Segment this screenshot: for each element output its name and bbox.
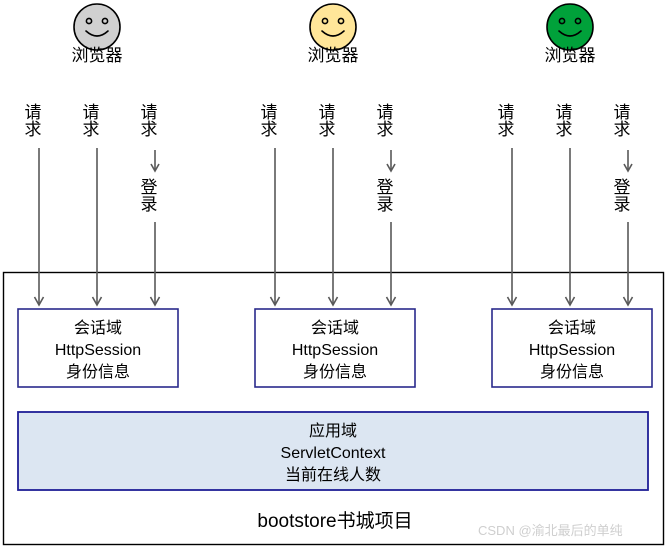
application-scope-rect xyxy=(17,411,649,491)
login-connector-head-3 xyxy=(150,163,160,173)
application-scope-box: 应用域 ServletContext 当前在线人数 xyxy=(17,411,649,491)
session-scope-rect-1 xyxy=(17,308,179,388)
session-scope-rect-2 xyxy=(254,308,416,388)
login-connector-head-6 xyxy=(386,163,396,173)
request-arrowhead-5 xyxy=(327,296,339,307)
request-arrowhead-1 xyxy=(33,296,45,307)
session-scope-line1-3: 会话域 xyxy=(548,319,596,337)
request-label-4: 请求 xyxy=(258,103,278,137)
request-arrowhead-7 xyxy=(506,296,518,307)
request-arrowhead-6 xyxy=(385,296,397,307)
session-scope-line1-2: 会话域 xyxy=(311,319,359,337)
smiley-right-eye-icon xyxy=(574,17,582,25)
request-label-7: 请求 xyxy=(495,103,515,137)
application-scope-line1: 应用域 xyxy=(309,421,357,440)
request-arrowhead-8 xyxy=(564,296,576,307)
request-arrow-group: 请求请求请求登录请求请求请求登录请求请求请求登录 xyxy=(22,103,634,307)
flow-4: 请求 xyxy=(258,103,281,307)
browser-1: 浏览器 xyxy=(72,3,123,65)
smiley-left-eye-icon xyxy=(85,17,93,25)
smiley-mouth-icon xyxy=(558,30,582,37)
session-scope-box-2: 会话域 HttpSession 身份信息 xyxy=(254,308,416,388)
smiley-face-icon xyxy=(309,3,357,51)
session-scope-line3-2: 身份信息 xyxy=(303,363,367,381)
application-scope-line3: 当前在线人数 xyxy=(285,466,381,484)
login-label-3: 登录 xyxy=(138,178,158,212)
flow-7: 请求 xyxy=(495,103,518,307)
browser-label-1: 浏览器 xyxy=(72,46,123,65)
request-label-9: 请求 xyxy=(611,103,631,137)
request-arrowhead-3 xyxy=(149,296,161,307)
request-label-6: 请求 xyxy=(374,103,394,137)
session-scope-line2-2: HttpSession xyxy=(292,342,378,359)
session-box-group: 会话域 HttpSession 身份信息 会话域 HttpSession 身份信息 会话域 H… xyxy=(17,308,653,388)
project-title: bootstore书城项目 xyxy=(257,510,412,532)
browser-label-2: 浏览器 xyxy=(308,46,359,65)
request-arrowhead-9 xyxy=(622,296,634,307)
request-label-1: 请求 xyxy=(22,103,42,137)
smiley-mouth-icon xyxy=(85,30,109,37)
browser-icon-group: 浏览器 浏览器 浏览器 xyxy=(72,3,596,65)
session-scope-box-3: 会话域 HttpSession 身份信息 xyxy=(491,308,653,388)
session-scope-line3-1: 身份信息 xyxy=(66,363,130,381)
smiley-right-eye-icon xyxy=(337,17,345,25)
request-label-3: 请求 xyxy=(138,103,158,137)
session-scope-line2-1: HttpSession xyxy=(55,342,141,359)
request-label-2: 请求 xyxy=(80,103,100,137)
smiley-right-eye-icon xyxy=(101,17,109,25)
flow-8: 请求 xyxy=(553,103,576,307)
browser-2: 浏览器 xyxy=(308,3,359,65)
flow-1: 请求 xyxy=(22,103,45,307)
session-scope-line2-3: HttpSession xyxy=(529,342,615,359)
request-arrowhead-2 xyxy=(91,296,103,307)
flow-2: 请求 xyxy=(80,103,103,307)
csdn-watermark: CSDN @渝北最后的单纯 xyxy=(478,523,623,538)
login-label-6: 登录 xyxy=(374,178,394,212)
request-arrowhead-4 xyxy=(269,296,281,307)
smiley-left-eye-icon xyxy=(558,17,566,25)
browser-3: 浏览器 xyxy=(545,3,596,65)
smiley-face-icon xyxy=(546,3,594,51)
flow-5: 请求 xyxy=(316,103,339,307)
smiley-left-eye-icon xyxy=(321,17,329,25)
session-scope-line3-3: 身份信息 xyxy=(540,363,604,381)
login-label-9: 登录 xyxy=(611,178,631,212)
login-connector-head-9 xyxy=(623,163,633,173)
request-label-5: 请求 xyxy=(316,103,336,137)
session-scope-line1-1: 会话域 xyxy=(74,319,122,337)
request-label-8: 请求 xyxy=(553,103,573,137)
session-scope-box-1: 会话域 HttpSession 身份信息 xyxy=(17,308,179,388)
smiley-face-icon xyxy=(73,3,121,51)
session-scope-rect-3 xyxy=(491,308,653,388)
browser-label-3: 浏览器 xyxy=(545,46,596,65)
smiley-mouth-icon xyxy=(321,30,345,37)
application-scope-line2: ServletContext xyxy=(281,445,386,462)
